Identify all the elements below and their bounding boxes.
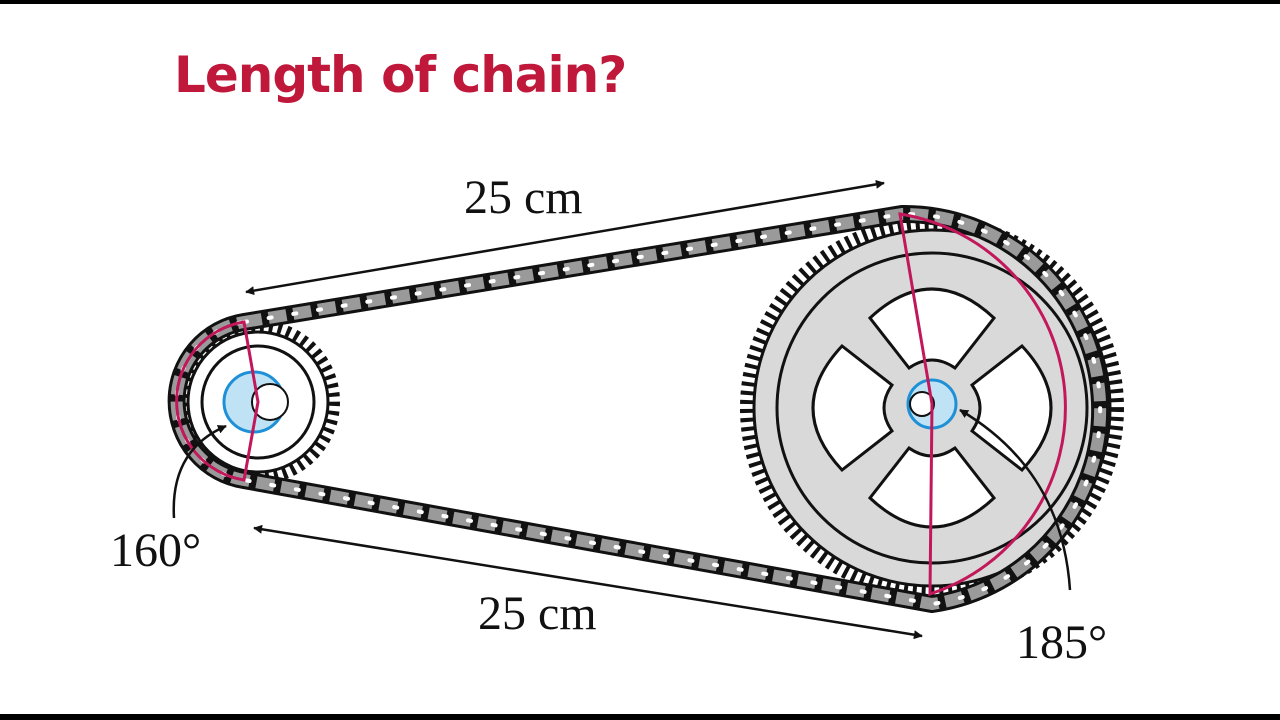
small-axle — [251, 383, 289, 421]
large-sector-outline — [898, 212, 1067, 597]
large-angle-leader — [959, 408, 1072, 591]
top-distance-arrow — [245, 179, 885, 296]
window-left — [811, 343, 895, 473]
small-angle-label: 160° — [110, 524, 201, 577]
large-axle — [909, 391, 935, 417]
bottom-frame-bar — [0, 714, 1280, 720]
small-sector-outline — [175, 320, 260, 482]
top-frame-bar — [0, 0, 1280, 4]
small-angle-leader — [172, 424, 227, 519]
top-distance-label: 25 cm — [464, 171, 583, 224]
bottom-distance-label: 25 cm — [478, 587, 597, 640]
chain-pins — [174, 211, 1103, 607]
bottom-distance-arrow — [253, 524, 923, 640]
question-title: Length of chain? — [174, 46, 627, 104]
large-angle-label: 185° — [1016, 616, 1107, 669]
